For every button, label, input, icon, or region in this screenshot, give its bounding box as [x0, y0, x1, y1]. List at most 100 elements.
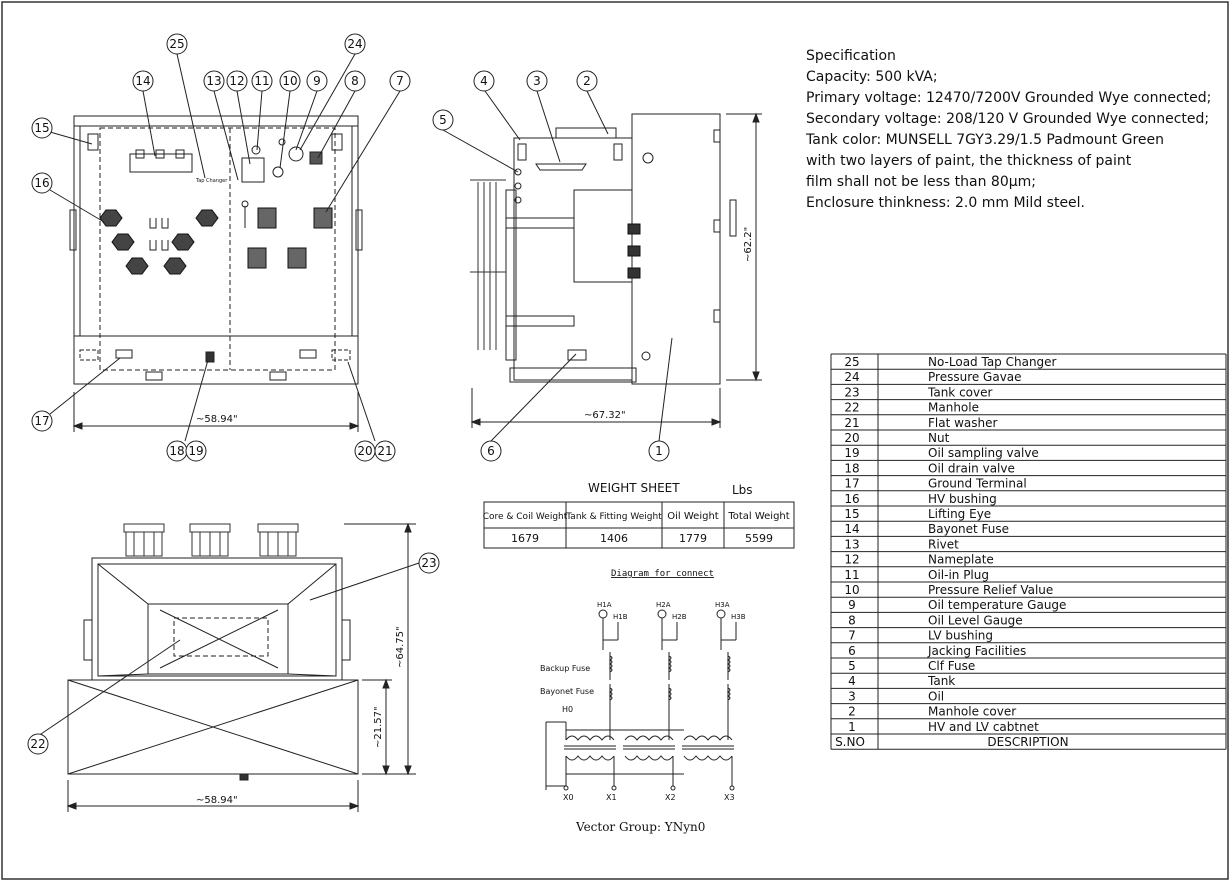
parts-row-number: 25	[844, 355, 859, 369]
specification-block: Specification Capacity: 500 kVA; Primary…	[806, 46, 1211, 214]
callout-6: 6	[487, 444, 495, 458]
front-width-dimension: ~58.94"	[196, 414, 238, 425]
parts-row-number: 1	[848, 720, 856, 734]
callout-7: 7	[396, 74, 404, 88]
callout-11: 11	[254, 74, 269, 88]
weight-sheet-unit: Lbs	[732, 483, 753, 497]
weight-header-total: Total Weight	[727, 511, 789, 522]
parts-header-description: DESCRIPTION	[987, 735, 1068, 749]
parts-row-number: 15	[844, 507, 859, 521]
parts-row-number: 20	[844, 431, 859, 445]
callout-12: 12	[229, 74, 244, 88]
label-h0: H0	[562, 705, 573, 714]
callout-18: 18	[169, 444, 184, 458]
tap-changer-small-label: Tap Changer	[195, 178, 228, 184]
label-x2: X2	[665, 793, 676, 802]
parts-row-description: No-Load Tap Changer	[928, 355, 1057, 369]
parts-row-description: Bayonet Fuse	[928, 522, 1009, 536]
parts-row-description: HV bushing	[928, 492, 997, 506]
weight-value-total: 5599	[745, 532, 773, 545]
parts-row-number: 8	[848, 613, 856, 627]
parts-row-number: 18	[844, 461, 859, 475]
parts-row-description: Lifting Eye	[928, 507, 991, 521]
parts-row-description: Oil sampling valve	[928, 446, 1039, 460]
parts-row-number: 7	[848, 629, 856, 643]
callout-5: 5	[439, 113, 447, 127]
callout-16: 16	[34, 176, 49, 190]
spec-line-primary-voltage: Primary voltage: 12470/7200V Grounded Wy…	[806, 90, 1212, 106]
callout-22: 22	[30, 737, 45, 751]
callout-19: 19	[188, 444, 203, 458]
callout-17: 17	[34, 414, 49, 428]
weight-header-tank-fitting: Tank & Fitting Weight	[565, 512, 662, 522]
label-h1a: H1A	[597, 601, 612, 609]
parts-row-description: Rivet	[928, 537, 959, 551]
callout-1: 1	[655, 444, 663, 458]
parts-row-number: 3	[848, 689, 856, 703]
parts-row-number: 12	[844, 553, 859, 567]
label-x3: X3	[724, 793, 735, 802]
parts-row-description: Manhole	[928, 401, 979, 415]
callouts	[27, 33, 670, 755]
callout-20: 20	[357, 444, 372, 458]
callout-24: 24	[347, 37, 362, 51]
spec-line-paint-layers: with two layers of paint, the thickness …	[806, 153, 1132, 169]
callout-23: 23	[421, 556, 436, 570]
label-backup-fuse: Backup Fuse	[540, 664, 590, 673]
specification-title: Specification	[806, 48, 896, 64]
parts-row-number: 22	[844, 401, 859, 415]
top-width-dimension: ~58.94"	[196, 795, 238, 806]
side-width-dimension: ~67.32"	[584, 410, 626, 421]
callout-15: 15	[34, 121, 49, 135]
parts-row-number: 4	[848, 674, 856, 688]
spec-line-enclosure: Enclosure thinkness: 2.0 mm Mild steel.	[806, 195, 1086, 211]
vector-group: Vector Group: YNyn0	[575, 820, 705, 834]
label-h2b: H2B	[672, 613, 687, 621]
front-view	[69, 115, 363, 432]
parts-row-number: 24	[844, 370, 859, 384]
parts-row-description: Clf Fuse	[928, 659, 975, 673]
callout-25: 25	[169, 37, 184, 51]
parts-row-description: HV and LV cabtnet	[928, 720, 1039, 734]
parts-row-number: 11	[844, 568, 859, 582]
weight-value-tank-fitting: 1406	[600, 532, 628, 545]
label-bayonet-fuse: Bayonet Fuse	[540, 687, 594, 696]
callout-13: 13	[206, 74, 221, 88]
parts-header-sno: S.NO	[835, 735, 865, 749]
parts-row-number: 9	[848, 598, 856, 612]
leader-lines	[37, 53, 673, 737]
parts-row-description: Ground Terminal	[928, 477, 1027, 491]
parts-row-description: Nameplate	[928, 553, 994, 567]
weight-header-core-coil: Core & Coil Weight	[483, 512, 568, 522]
parts-row-number: 13	[844, 537, 859, 551]
parts-row-description: Pressure Relief Value	[928, 583, 1053, 597]
side-height-dimension: ~62.2"	[743, 227, 754, 262]
connection-diagram: Diagram for connect H1A H1B H2A H2B H3A …	[540, 569, 746, 834]
callout-8: 8	[351, 74, 359, 88]
parts-row-number: 21	[844, 416, 859, 430]
parts-row-description: LV bushing	[928, 629, 993, 643]
parts-row-description: Manhole cover	[928, 705, 1016, 719]
parts-row-number: 10	[844, 583, 859, 597]
parts-row-description: Tank	[927, 674, 955, 688]
parts-row-description: Oil Level Gauge	[928, 613, 1023, 627]
callout-10: 10	[282, 74, 297, 88]
top-height-dimension: ~64.75"	[395, 626, 406, 668]
parts-row-description: Oil-in Plug	[928, 568, 989, 582]
spec-line-film-thickness: film shall not be less than 80μm;	[806, 174, 1036, 190]
parts-row-description: Pressure Gavae	[928, 370, 1022, 384]
connection-title: Diagram for connect	[611, 569, 714, 579]
callout-9: 9	[313, 74, 321, 88]
parts-row-description: Jacking Facilities	[927, 644, 1026, 658]
parts-row-number: 23	[844, 385, 859, 399]
callout-14: 14	[135, 74, 150, 88]
spec-line-capacity: Capacity: 500 kVA;	[806, 69, 938, 85]
parts-row-description: Nut	[928, 431, 950, 445]
label-h1b: H1B	[613, 613, 628, 621]
parts-row-number: 19	[844, 446, 859, 460]
callout-4: 4	[480, 74, 488, 88]
callout-21: 21	[377, 444, 392, 458]
parts-row-description: Tank cover	[927, 385, 992, 399]
